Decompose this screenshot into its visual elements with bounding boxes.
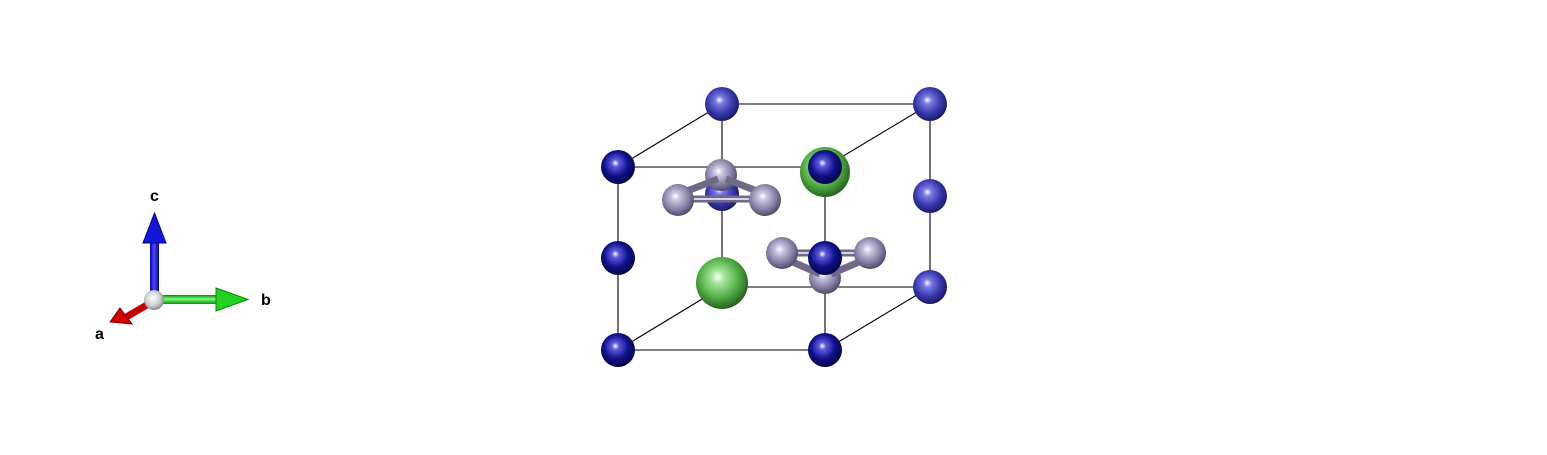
b-axis-arrow	[158, 287, 250, 312]
atom-blue	[601, 241, 635, 275]
axis-indicator: c b a	[95, 188, 271, 343]
atom-purple	[766, 237, 798, 269]
atom-blue	[601, 150, 635, 184]
atom-purple	[854, 237, 886, 269]
atom-purple	[705, 159, 737, 191]
axis-origin	[144, 290, 164, 310]
front-atoms	[601, 150, 842, 367]
atom-blue	[913, 87, 947, 121]
atom-blue	[808, 241, 842, 275]
atom-purple	[749, 184, 781, 216]
a-axis-label: a	[95, 326, 104, 343]
atom-blue	[808, 150, 842, 184]
c-axis-label: c	[150, 188, 159, 205]
atom-green	[696, 257, 748, 309]
back-atoms	[705, 87, 947, 304]
atom-purple	[662, 184, 694, 216]
upper-cluster	[662, 159, 781, 216]
b-axis-label: b	[261, 292, 271, 309]
unit-cell	[617, 103, 931, 351]
atom-blue	[705, 87, 739, 121]
lower-cluster	[766, 237, 886, 294]
atom-blue	[913, 179, 947, 213]
atom-blue	[601, 333, 635, 367]
c-axis-arrow	[142, 211, 167, 298]
atom-blue	[808, 333, 842, 367]
atom-blue	[913, 270, 947, 304]
